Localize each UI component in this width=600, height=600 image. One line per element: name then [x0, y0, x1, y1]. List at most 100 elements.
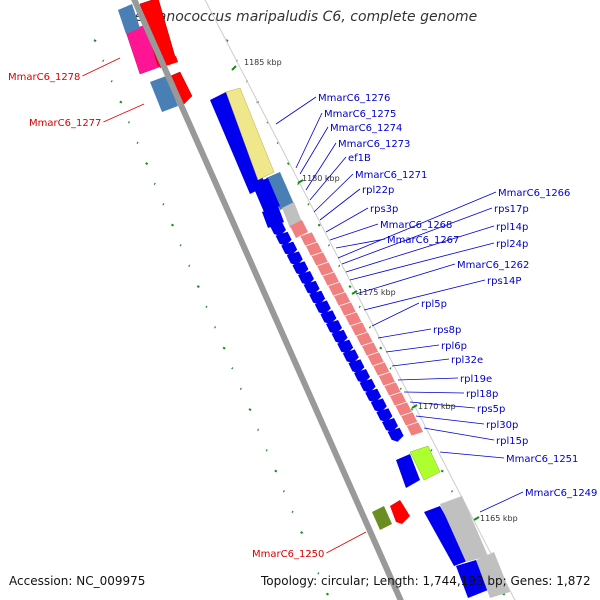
gene-arrow[interactable]	[286, 251, 303, 266]
forward-cds-track	[210, 87, 510, 598]
gene-arrow[interactable]	[314, 300, 331, 315]
leader-line	[409, 401, 476, 409]
leader-line	[479, 491, 524, 513]
gene-label[interactable]: rps17p	[494, 204, 529, 215]
gene-arrow[interactable]	[298, 271, 314, 285]
gene-label[interactable]: MmarC6_1267	[387, 235, 459, 246]
gene-label[interactable]: rps5p	[477, 404, 505, 415]
gene-blue-1[interactable]	[252, 178, 280, 212]
gene-silver-1249[interactable]	[440, 496, 488, 562]
gene-label[interactable]: MmarC6_1251	[506, 454, 578, 465]
gene-khaki-1276[interactable]	[225, 87, 275, 181]
gene-label[interactable]: MmarC6_1249	[525, 488, 597, 499]
gc-tick	[102, 59, 105, 62]
gene-label[interactable]: MmarC6_1266	[498, 188, 570, 199]
gene-label[interactable]: MmarC6_1271	[355, 170, 427, 181]
gene-label[interactable]: rpl14p	[496, 222, 528, 233]
leader-line	[326, 531, 367, 554]
gene-label[interactable]: MmarC6_1268	[380, 220, 452, 231]
gc-tick	[308, 551, 311, 554]
leader-line	[103, 103, 145, 123]
scale-label-1180: 1180 kbp	[302, 174, 340, 183]
gc-tick	[153, 182, 156, 185]
gene-arrow[interactable]	[354, 369, 370, 383]
gene-label[interactable]: MmarC6_1275	[324, 109, 396, 120]
gc-tick	[430, 449, 433, 452]
leader-line	[345, 225, 495, 273]
gene-blue-1251[interactable]	[396, 454, 420, 488]
gene-label[interactable]: rps8p	[433, 325, 461, 336]
gene-label[interactable]: rps3p	[370, 204, 398, 215]
gene-arrow[interactable]	[359, 378, 376, 393]
gene-arrow[interactable]	[337, 339, 354, 354]
lower-feature-track	[372, 500, 410, 530]
gene-label[interactable]: rpl30p	[486, 420, 518, 431]
gene-label[interactable]: rpl18p	[466, 389, 498, 400]
gc-tick	[297, 182, 300, 185]
gene-label[interactable]: rpl19e	[460, 374, 492, 385]
gene-arrow[interactable]	[342, 349, 359, 364]
gene-label[interactable]: rpl6p	[441, 341, 467, 352]
gene-label[interactable]: MmarC6_1250	[252, 549, 324, 560]
gc-tick	[327, 244, 331, 247]
gene-arrow[interactable]	[275, 231, 292, 246]
gene-arrow[interactable]	[292, 261, 309, 276]
genome-backbone	[131, 0, 516, 600]
gene-arrow[interactable]	[331, 329, 348, 344]
gene-arrow[interactable]	[270, 222, 286, 236]
gene-label[interactable]: MmarC6_1278	[8, 72, 80, 83]
leader-line	[313, 173, 354, 213]
gene-label[interactable]: MmarC6_1276	[318, 93, 390, 104]
leader-line	[275, 96, 317, 125]
gene-arrow[interactable]	[387, 427, 404, 442]
gene-blue-1249[interactable]	[424, 506, 470, 566]
gene-label[interactable]: rpl15p	[496, 436, 528, 447]
gene-olive-1250[interactable]	[372, 506, 392, 530]
leader-line	[371, 302, 420, 327]
gene-steelblue-1[interactable]	[150, 76, 178, 112]
gene-arrow[interactable]	[382, 418, 398, 432]
gene-pink-1[interactable]	[290, 220, 308, 238]
gc-tick	[145, 162, 149, 166]
gene-silver-bottom[interactable]	[476, 552, 510, 598]
gc-tick	[379, 346, 383, 350]
gene-label[interactable]: MmarC6_1277	[29, 118, 101, 129]
gene-label[interactable]: rpl24p	[496, 239, 528, 250]
gene-arrow[interactable]	[303, 280, 320, 295]
gc-tick	[274, 469, 278, 473]
gene-arrow[interactable]	[370, 398, 387, 413]
gene-label[interactable]: rps14P	[487, 276, 521, 287]
gene-blue-bottom[interactable]	[456, 560, 488, 598]
gc-tick	[179, 244, 182, 247]
gc-tick	[196, 285, 200, 289]
gene-arrow[interactable]	[376, 408, 393, 423]
gene-red-1250[interactable]	[390, 500, 410, 524]
gc-tick	[265, 449, 268, 452]
gene-blue-2[interactable]	[262, 206, 284, 228]
gene-blue-1276[interactable]	[210, 92, 266, 194]
gene-arrow[interactable]	[281, 241, 298, 256]
gene-silver-1[interactable]	[282, 202, 302, 228]
gene-magenta-2[interactable]	[118, 4, 140, 34]
gene-label[interactable]: rpl22p	[362, 185, 394, 196]
gene-lime-1251[interactable]	[409, 445, 441, 481]
gc-tick	[257, 428, 260, 431]
gene-label[interactable]: rpl5p	[421, 299, 447, 310]
gene-arrow[interactable]	[348, 359, 365, 374]
gene-label[interactable]: MmarC6_1273	[338, 139, 410, 150]
gene-label[interactable]: ef1B	[348, 153, 371, 164]
gene-steelblue-1275[interactable]	[266, 172, 294, 210]
scale-ticks: 1185 kbp 1180 kbp 1175 kbp 1170 kbp 1165…	[231, 58, 518, 523]
gc-tick	[205, 305, 208, 308]
gene-label[interactable]: MmarC6_1274	[330, 123, 402, 134]
gene-label[interactable]: MmarC6_1262	[457, 260, 529, 271]
gene-arrow[interactable]	[320, 310, 337, 325]
gene-arrow[interactable]	[365, 388, 382, 403]
gene-arrow[interactable]	[326, 320, 342, 334]
rrna-block[interactable]	[405, 421, 424, 437]
leader-line	[309, 156, 347, 201]
gc-tick	[440, 469, 444, 473]
gene-label[interactable]: rpl32e	[451, 355, 483, 366]
gc-tick	[231, 367, 234, 370]
gene-arrow[interactable]	[309, 290, 326, 305]
